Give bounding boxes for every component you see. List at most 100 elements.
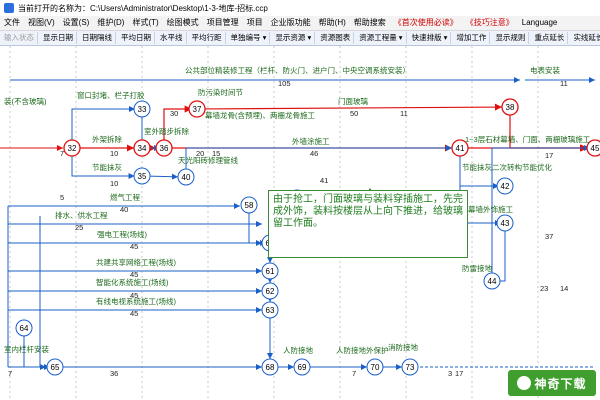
menu-item-10[interactable]: 帮助搜索	[353, 18, 386, 27]
node-label: 43	[501, 219, 510, 228]
activity-label: 防污染时间节	[198, 87, 243, 97]
node-63[interactable]: 63	[261, 301, 279, 319]
node-73[interactable]: 73	[401, 358, 419, 376]
node-circle	[261, 262, 279, 280]
toolbar-button-4[interactable]: 水平线	[157, 32, 187, 44]
node-circle	[261, 358, 279, 376]
menu-item-3[interactable]: 维护(D)	[97, 18, 125, 27]
node-41[interactable]: 41	[451, 139, 469, 157]
node-42[interactable]: 42	[496, 177, 514, 195]
menu-item-4[interactable]: 样式(T)	[132, 18, 159, 27]
activity-label: 天光阳砖修理管线	[178, 155, 238, 165]
node-38[interactable]: 38	[501, 98, 519, 116]
watermark-text: 神奇下载	[534, 376, 587, 391]
node-circle	[366, 358, 384, 376]
activity-arrow[interactable]	[491, 145, 591, 275]
duration-label: 45	[130, 291, 138, 300]
menu-item-1[interactable]: 视图(V)	[28, 18, 55, 27]
menu-item-8[interactable]: 企业版功能	[270, 18, 311, 27]
node-label: 37	[193, 105, 202, 114]
toolbar-button-6[interactable]: 单独编号 ▾	[228, 32, 271, 44]
node-40[interactable]: 40	[177, 168, 195, 186]
node-68[interactable]: 68	[261, 358, 279, 376]
duration-label: 5	[60, 193, 64, 202]
node-36[interactable]: 36	[155, 139, 173, 157]
toolbar-button-2[interactable]: 日期隔线	[79, 32, 116, 44]
menu-item-6[interactable]: 项目管理	[206, 18, 239, 27]
node-33[interactable]: 33	[133, 100, 151, 118]
toolbar-button-0[interactable]: 输入状态	[1, 32, 38, 44]
toolbar-button-13[interactable]: 重点延长	[531, 32, 569, 44]
activity-label: 电表安装	[530, 65, 560, 75]
node-circle	[177, 168, 195, 186]
node-70[interactable]: 70	[366, 358, 384, 376]
activity-label: 室外踏步拆除	[144, 126, 189, 136]
node-44[interactable]: 44	[483, 272, 501, 290]
node-label: 41	[456, 144, 465, 153]
node-35[interactable]: 35	[133, 167, 151, 185]
toolbar-button-7[interactable]: 显示资源 ▾	[272, 32, 316, 44]
menu-item-5[interactable]: 绘图模式	[166, 18, 199, 27]
node-62[interactable]: 62	[261, 282, 279, 300]
node-34[interactable]: 34	[133, 139, 151, 157]
app-icon	[4, 3, 14, 13]
menu-item-12[interactable]: 《技巧注意》	[465, 18, 514, 27]
menu-item-13[interactable]: Language	[521, 18, 558, 27]
window-title: 当前打开的名称为：C:\Users\Administrator\Desktop\…	[18, 3, 268, 13]
toolbar-button-10[interactable]: 快速排版 ▾	[409, 32, 452, 44]
toolbar-button-14[interactable]: 实线延长	[570, 32, 600, 44]
node-64[interactable]: 64	[15, 319, 33, 337]
node-circle	[240, 196, 258, 214]
menu-item-11[interactable]: 《首次使用必读》	[393, 18, 458, 27]
node-circle	[261, 301, 279, 319]
node-65[interactable]: 65	[46, 358, 64, 376]
toolbar-button-5[interactable]: 平均行距	[189, 32, 226, 44]
node-45[interactable]: 45	[586, 139, 600, 157]
duration-label: 7	[352, 369, 356, 378]
node-label: 44	[488, 277, 497, 286]
toolbar-button-8[interactable]: 资源图表	[317, 32, 355, 44]
node-circle	[63, 139, 81, 157]
node-58[interactable]: 58	[240, 196, 258, 214]
activity-arrow[interactable]	[23, 334, 51, 370]
toolbar-button-11[interactable]: 增加工作	[453, 32, 491, 44]
node-69[interactable]: 69	[293, 358, 311, 376]
node-label: 63	[266, 306, 275, 315]
node-37[interactable]: 37	[188, 100, 206, 118]
activity-label: 公共部位精装修工程（栏杆、防火门、进户门、中央空调系统安装）	[185, 65, 410, 75]
node-label: 45	[591, 144, 600, 153]
menu-item-9[interactable]: 帮助(H)	[318, 18, 346, 27]
duration-label: 105	[278, 79, 291, 88]
node-circle	[155, 139, 173, 157]
critical-activity-arrow[interactable]	[163, 105, 192, 142]
duration-label: 20	[196, 149, 204, 158]
critical-activity-arrow[interactable]	[204, 103, 503, 111]
duration-label: 36	[110, 369, 118, 378]
activity-label: 燃气工程	[110, 192, 140, 202]
menu-item-2[interactable]: 设置(S)	[62, 18, 90, 27]
toolbar-button-9[interactable]: 资源工程量 ▾	[356, 32, 407, 44]
activity-arrow[interactable]	[71, 106, 136, 145]
activity-arrow[interactable]	[71, 150, 135, 179]
activity-label: 外墙涂施工	[292, 136, 330, 146]
node-43[interactable]: 43	[496, 214, 514, 232]
watermark-logo: 神奇下载	[508, 370, 596, 396]
activity-arrow[interactable]	[149, 173, 179, 180]
node-circle	[261, 282, 279, 300]
menu-item-7[interactable]: 项目	[246, 18, 263, 27]
node-label: 64	[20, 324, 29, 333]
activity-arrow[interactable]	[185, 145, 453, 177]
network-diagram-canvas[interactable]: 3233343536373839404142434445586061626364…	[0, 46, 600, 400]
toolbar-button-12[interactable]: 显示规则	[492, 32, 530, 44]
toolbar-button-1[interactable]: 显示日期	[40, 32, 77, 44]
menu-item-0[interactable]: 文件	[4, 18, 20, 27]
node-circle	[46, 358, 64, 376]
menu-bar: 文件视图(V) 设置(S) 维护(D) 样式(T) 绘图模式项目管理项目企业版功能帮助(…	[0, 16, 600, 31]
annotation-note[interactable]: 由于抢工，门面玻璃与装料穿插施工，先完成外饰，装料按楼层从上向下推进，给玻璃留工…	[268, 190, 468, 258]
node-circle	[401, 358, 419, 376]
node-61[interactable]: 61	[261, 262, 279, 280]
toolbar-button-3[interactable]: 平均日期	[118, 32, 155, 44]
node-32[interactable]: 32	[63, 139, 81, 157]
activity-arrow[interactable]	[248, 212, 267, 246]
node-label: 69	[298, 363, 307, 372]
